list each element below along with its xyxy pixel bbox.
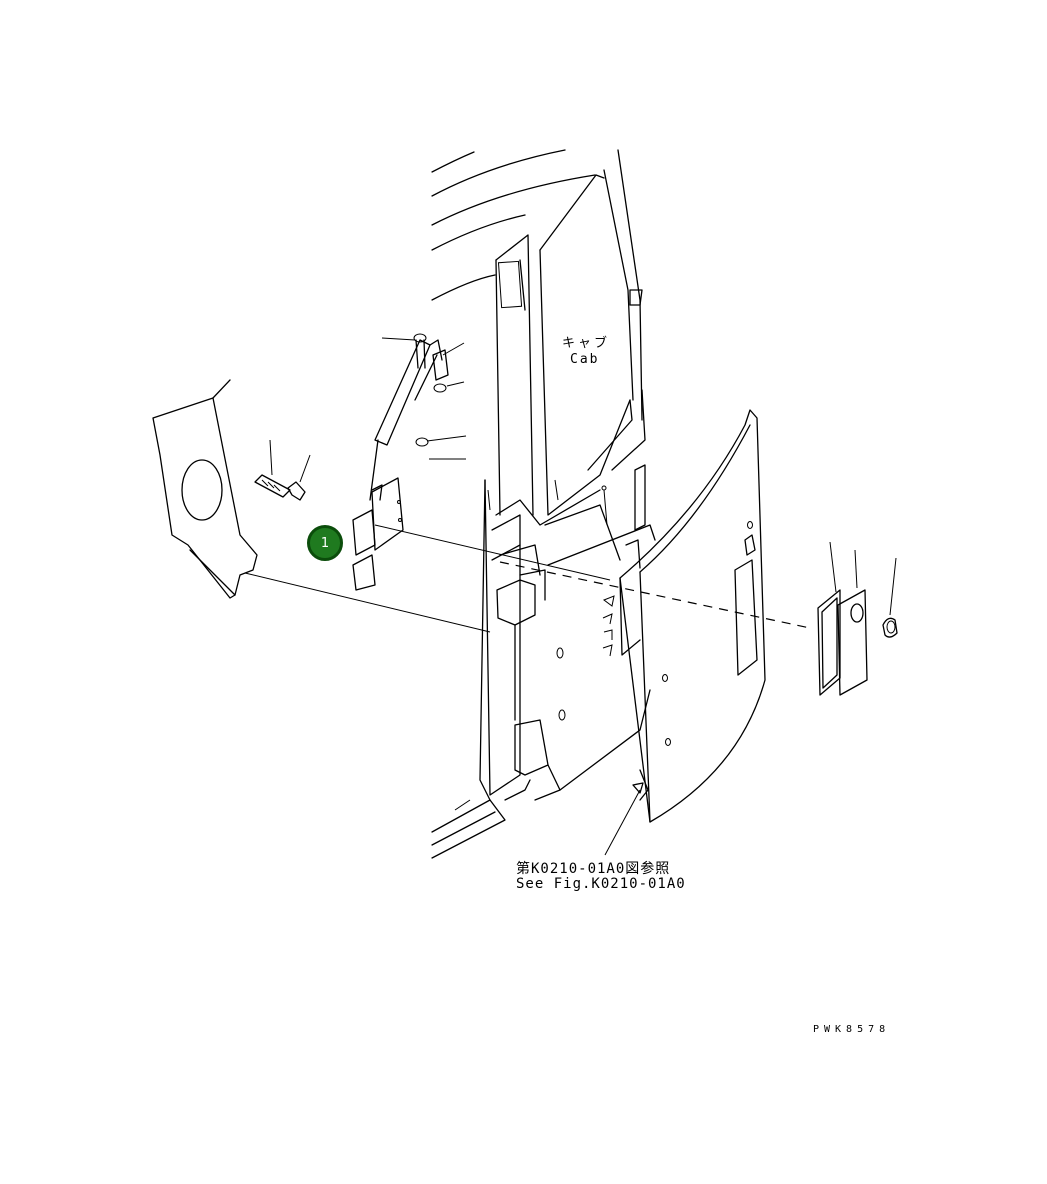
leader-lines bbox=[244, 524, 811, 856]
drawing-code: PWK8578 bbox=[813, 1024, 891, 1035]
seal-plate-grommet bbox=[817, 541, 898, 696]
cover-panel bbox=[619, 409, 766, 823]
door-pillar bbox=[484, 479, 656, 801]
cab-floor bbox=[431, 479, 531, 859]
cab-roof bbox=[431, 149, 596, 301]
cab-label-en: Cab bbox=[570, 352, 600, 367]
bolt-and-clip bbox=[254, 439, 311, 501]
bracket-plate bbox=[152, 379, 258, 599]
cab-frame bbox=[495, 149, 646, 516]
figure-reference-jp: 第K0210-01A0図参照 bbox=[516, 861, 671, 877]
small-fasteners bbox=[601, 485, 615, 657]
hinge-assembly bbox=[352, 333, 467, 591]
cab-label-jp: キャブ bbox=[562, 336, 611, 351]
callout-badge-1[interactable]: 1 bbox=[307, 525, 343, 561]
callout-number: 1 bbox=[320, 535, 330, 551]
figure-reference-en: See Fig.K0210-01A0 bbox=[516, 876, 686, 892]
